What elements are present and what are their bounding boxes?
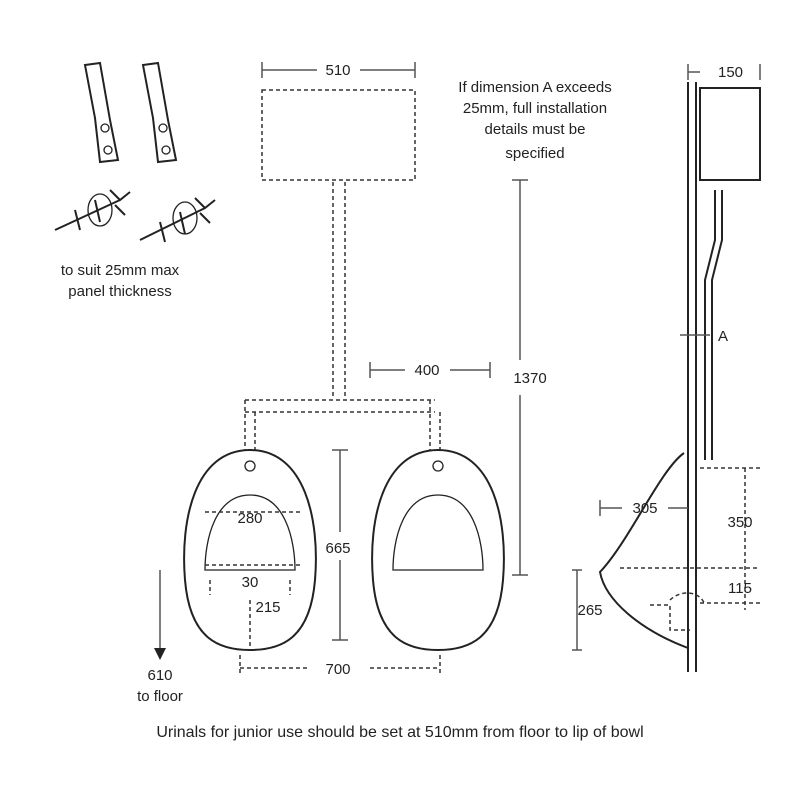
note-line-2: 25mm, full installation xyxy=(463,100,607,117)
floor-note-line-1: 610 xyxy=(147,667,172,684)
dimension-a-label: A xyxy=(718,328,728,345)
wing-bolts xyxy=(54,189,216,243)
urinal-spacing-label: 400 xyxy=(414,362,439,379)
note-line-1: If dimension A exceeds xyxy=(458,79,611,96)
floor-note-line-2: to floor xyxy=(137,688,183,705)
side-view xyxy=(598,82,761,672)
wall-gap-label: 150 xyxy=(718,64,743,81)
note-line-3: details must be xyxy=(485,121,586,138)
waste-offset-label: 30 xyxy=(242,574,259,591)
rim-to-inlet-label: 350 xyxy=(727,514,752,531)
flush-pipe xyxy=(332,182,346,398)
waste-height-label: 215 xyxy=(255,599,280,616)
note-line-4: specified xyxy=(505,145,564,162)
cistern-height-label: 1370 xyxy=(513,370,546,387)
rim-to-waste-label: 115 xyxy=(728,580,752,597)
overall-width-label: 700 xyxy=(325,661,350,678)
spreader-pipe xyxy=(244,399,441,450)
projection-label: 305 xyxy=(632,500,657,517)
bracket-note-line-2: panel thickness xyxy=(68,283,171,300)
bowl-depth-label: 265 xyxy=(577,602,602,619)
cistern-width-label: 510 xyxy=(325,62,350,79)
bracket-note-line-1: to suit 25mm max xyxy=(61,262,180,279)
cistern-outline xyxy=(261,89,416,181)
bowl-width-label: 280 xyxy=(237,510,262,527)
wall-brackets xyxy=(83,61,178,164)
urinal-height-label: 665 xyxy=(325,540,350,557)
urinal-front-left xyxy=(183,448,317,652)
urinal-front-right xyxy=(371,448,505,652)
caption: Urinals for junior use should be set at … xyxy=(156,724,643,741)
